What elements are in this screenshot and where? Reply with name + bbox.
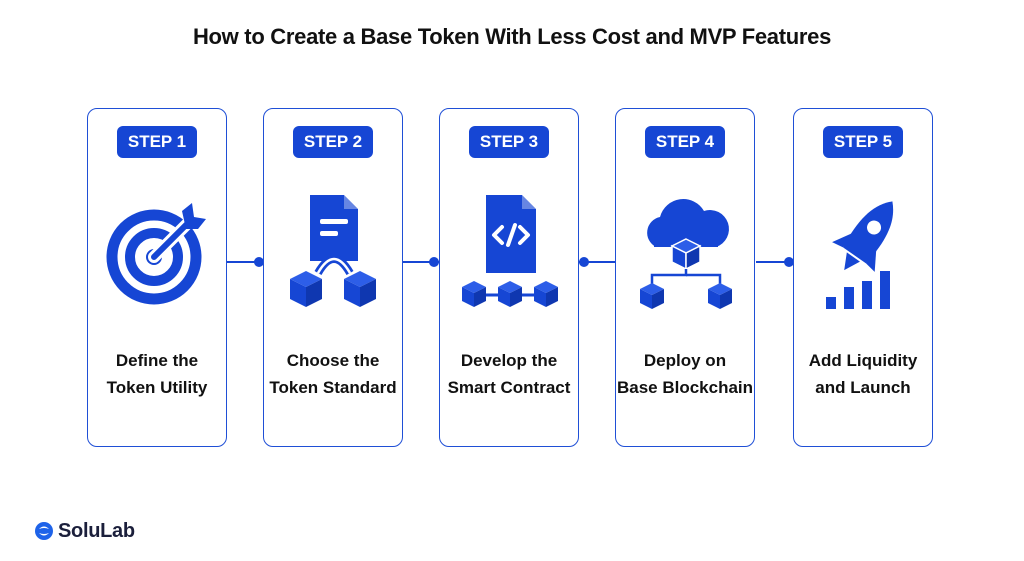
- step-label-line2: and Launch: [815, 378, 911, 397]
- target-icon: [102, 189, 212, 319]
- step-label: Deploy on Base Blockchain: [616, 347, 754, 401]
- brand-logo: SoluLab: [34, 518, 135, 544]
- step-badge: STEP 2: [293, 126, 373, 158]
- step-card-2: STEP 2 Choose the Token Standard: [263, 108, 403, 447]
- page-title: How to Create a Base Token With Less Cos…: [192, 24, 832, 49]
- step-label: Define the Token Utility: [88, 347, 226, 401]
- step-label: Develop the Smart Contract: [440, 347, 578, 401]
- connector-dot: [579, 257, 589, 267]
- brand-name: SoluLab: [58, 519, 135, 542]
- step-label-line2: Token Utility: [106, 378, 208, 397]
- solulab-logo-icon: [35, 522, 53, 540]
- step-label-line1: Develop the: [460, 351, 558, 370]
- step-label: Add Liquidity and Launch: [794, 347, 932, 401]
- connector-dot: [429, 257, 439, 267]
- step-badge: STEP 3: [469, 126, 549, 158]
- step-card-5: STEP 5 Add Liquidity and Launch: [793, 108, 933, 447]
- cloud-network-icon: [630, 189, 740, 319]
- step-label-line1: Deploy on: [643, 351, 727, 370]
- step-label-line1: Choose the: [286, 351, 380, 370]
- rocket-chart-icon: [808, 189, 918, 319]
- step-label-line1: Define the: [115, 351, 199, 370]
- connector-3-4: [579, 257, 617, 267]
- connector-dot: [254, 257, 264, 267]
- step-card-4: STEP 4 Deploy on Base Blockchain: [615, 108, 755, 447]
- connector-1-2: [226, 257, 264, 267]
- connector-4-5: [756, 257, 794, 267]
- step-label-line2: Smart Contract: [447, 378, 571, 397]
- step-card-3: STEP 3 Develop the Smart Contract: [439, 108, 579, 447]
- step-badge: STEP 4: [645, 126, 725, 158]
- connector-2-3: [403, 257, 441, 267]
- step-label: Choose the Token Standard: [264, 347, 402, 401]
- step-label-line2: Token Standard: [269, 378, 397, 397]
- connector-dot: [784, 257, 794, 267]
- document-blocks-icon: [278, 189, 388, 319]
- step-label-line2: Base Blockchain: [616, 378, 754, 397]
- step-badge: STEP 5: [823, 126, 903, 158]
- code-file-icon: [454, 189, 564, 319]
- step-label-line1: Add Liquidity: [808, 351, 918, 370]
- step-badge: STEP 1: [117, 126, 197, 158]
- step-card-1: STEP 1 Define the Token Utility: [87, 108, 227, 447]
